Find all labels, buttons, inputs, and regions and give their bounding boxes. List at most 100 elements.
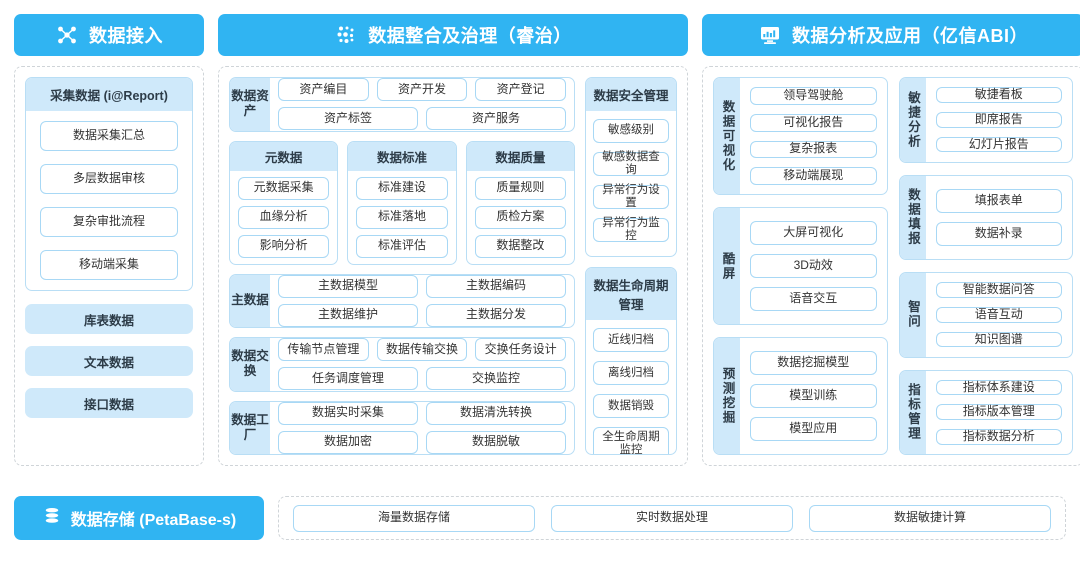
list-item[interactable]: 标准评估 (356, 234, 448, 258)
list-item[interactable]: 近线归档 (593, 328, 669, 353)
list-item[interactable]: 血缘分析 (238, 205, 330, 229)
list-item[interactable]: 交换监控 (426, 367, 566, 391)
list-item[interactable]: 海量数据存储 (293, 504, 535, 532)
card-body: 质量规则 质检方案 数据整改 (467, 171, 574, 264)
data-dots-icon (334, 23, 358, 47)
list-item[interactable]: 文本数据 (25, 346, 193, 376)
list-item[interactable]: 实时数据处理 (551, 504, 793, 532)
group-label: 酷屏 (714, 208, 740, 324)
list-item[interactable]: 异常行为设置 (593, 184, 669, 209)
list-item[interactable]: 资产登记 (475, 78, 567, 102)
data-governance-panel: 数据资产 资产编目 资产开发 资产登记 资产标签 资产服务 (218, 66, 688, 466)
list-item[interactable]: 资产标签 (278, 107, 418, 131)
list-item[interactable]: 标准建设 (356, 176, 448, 200)
list-item[interactable]: 数据清洗转换 (426, 401, 566, 425)
list-item[interactable]: 异常行为监控 (593, 217, 669, 242)
list-item[interactable]: 智能数据问答 (935, 282, 1062, 298)
group-label: 主数据 (230, 274, 270, 327)
list-item[interactable]: 传输节点管理 (278, 338, 369, 362)
storage-layer: 数据存储 (PetaBase-s) 海量数据存储 实时数据处理 数据敏捷计算 (14, 496, 1066, 540)
list-item[interactable]: 敏捷看板 (935, 87, 1062, 103)
group-smart-query: 智问 智能数据问答 语音互动 知识图谱 (898, 272, 1073, 358)
row: 主数据维护 主数据分发 (278, 303, 566, 327)
list-item[interactable]: 大屏可视化 (750, 221, 877, 245)
list-item[interactable]: 数据补录 (935, 221, 1062, 246)
list-item[interactable]: 离线归档 (593, 361, 669, 386)
row: 任务调度管理 交换监控 (278, 367, 566, 391)
list-item[interactable]: 可视化报告 (750, 113, 877, 132)
analysis-right: 敏捷分析 敏捷看板 即席报告 幻灯片报告 数据填报 填报表单 数据补录 (898, 77, 1073, 455)
card-data-quality: 数据质量 质量规则 质检方案 数据整改 (465, 140, 575, 265)
group-body: 资产编目 资产开发 资产登记 资产标签 资产服务 (270, 78, 574, 131)
group-data-asset: 数据资产 资产编目 资产开发 资产登记 资产标签 资产服务 (229, 77, 575, 132)
list-item[interactable]: 指标数据分析 (935, 429, 1062, 445)
governance-main: 数据资产 资产编目 资产开发 资产登记 资产标签 资产服务 (229, 77, 575, 455)
list-item[interactable]: 指标版本管理 (935, 404, 1062, 421)
governance-side: 数据安全管理 敏感级别 敏感数据查询 异常行为设置 异常行为监控 数据生命周期管… (585, 77, 677, 455)
list-item[interactable]: 敏感数据查询 (593, 151, 669, 176)
list-item[interactable]: 主数据分发 (426, 303, 566, 327)
list-item[interactable]: 任务调度管理 (278, 367, 418, 391)
list-item[interactable]: 质量规则 (474, 176, 566, 200)
monitor-chart-icon (758, 23, 782, 47)
list-item[interactable]: 复杂审批流程 (40, 207, 178, 237)
list-item[interactable]: 数据采集汇总 (40, 121, 178, 151)
group-label: 数据工厂 (230, 401, 270, 454)
list-item[interactable]: 即席报告 (935, 111, 1062, 128)
list-item[interactable]: 数据脱敏 (426, 430, 566, 454)
list-item[interactable]: 数据整改 (474, 234, 566, 258)
list-item[interactable]: 3D动效 (750, 254, 877, 278)
list-item[interactable]: 标准落地 (356, 205, 448, 229)
list-item[interactable]: 领导驾驶舱 (750, 87, 877, 105)
analysis-inner: 数据可视化 领导驾驶舱 可视化报告 复杂报表 移动端展现 酷屏 大屏可 (713, 77, 1073, 455)
list-item[interactable]: 资产开发 (376, 78, 468, 102)
list-item[interactable]: 移动端采集 (40, 250, 178, 280)
top-columns: 数据接入 采集数据 (i@Report) 数据采集汇总 多层数据审核 复杂审批流… (14, 14, 1080, 466)
band-data-storage: 数据存储 (PetaBase-s) (14, 496, 264, 540)
list-item[interactable]: 填报表单 (935, 188, 1062, 213)
collect-data-header: 采集数据 (i@Report) (26, 78, 192, 111)
list-item[interactable]: 模型训练 (750, 384, 877, 408)
list-item[interactable]: 语音互动 (935, 306, 1062, 323)
list-item[interactable]: 主数据编码 (426, 274, 566, 298)
group-label: 数据资产 (230, 78, 270, 131)
card-header: 数据标准 (348, 141, 456, 171)
list-item[interactable]: 复杂报表 (750, 140, 877, 159)
list-item[interactable]: 接口数据 (25, 388, 193, 418)
list-item[interactable]: 主数据模型 (278, 274, 418, 298)
list-item[interactable]: 移动端展现 (750, 167, 877, 185)
list-item[interactable]: 数据挖掘模型 (750, 351, 877, 375)
data-source-list: 库表数据 文本数据 接口数据 (25, 304, 193, 418)
list-item[interactable]: 主数据维护 (278, 303, 418, 327)
list-item[interactable]: 数据实时采集 (278, 401, 418, 425)
list-item[interactable]: 交换任务设计 (475, 338, 567, 362)
collect-data-body: 数据采集汇总 多层数据审核 复杂审批流程 移动端采集 (26, 111, 192, 290)
list-item[interactable]: 多层数据审核 (40, 164, 178, 194)
list-item[interactable]: 幻灯片报告 (935, 136, 1062, 153)
list-item[interactable]: 数据加密 (278, 430, 418, 454)
group-label: 数据可视化 (714, 78, 740, 194)
list-item[interactable]: 资产编目 (278, 78, 369, 102)
list-item[interactable]: 模型应用 (750, 417, 877, 441)
group-label: 智问 (899, 273, 926, 357)
collect-data-card: 采集数据 (i@Report) 数据采集汇总 多层数据审核 复杂审批流程 移动端… (25, 77, 193, 291)
list-item[interactable]: 知识图谱 (935, 331, 1062, 348)
group-metric-management: 指标管理 指标体系建设 指标版本管理 指标数据分析 (898, 369, 1073, 455)
card-metadata: 元数据 元数据采集 血缘分析 影响分析 (229, 140, 339, 265)
list-item[interactable]: 数据传输交换 (376, 338, 468, 362)
list-item[interactable]: 质检方案 (474, 205, 566, 229)
list-item[interactable]: 指标体系建设 (935, 379, 1062, 396)
list-item[interactable]: 元数据采集 (238, 176, 330, 200)
list-item[interactable]: 敏感级别 (593, 119, 669, 143)
list-item[interactable]: 全生命周期监控 (593, 427, 669, 455)
column-data-governance: 数据整合及治理（睿治） 数据资产 资产编目 资产开发 资产登记 (218, 14, 688, 466)
list-item[interactable]: 影响分析 (238, 234, 330, 258)
card-header: 数据质量 (466, 141, 574, 171)
list-item[interactable]: 数据销毁 (593, 394, 669, 419)
list-item[interactable]: 资产服务 (426, 107, 566, 131)
list-item[interactable]: 语音交互 (750, 287, 877, 311)
group-agile-analysis: 敏捷分析 敏捷看板 即席报告 幻灯片报告 (898, 77, 1073, 163)
list-item[interactable]: 库表数据 (25, 304, 193, 334)
list-item[interactable]: 数据敏捷计算 (809, 504, 1051, 532)
